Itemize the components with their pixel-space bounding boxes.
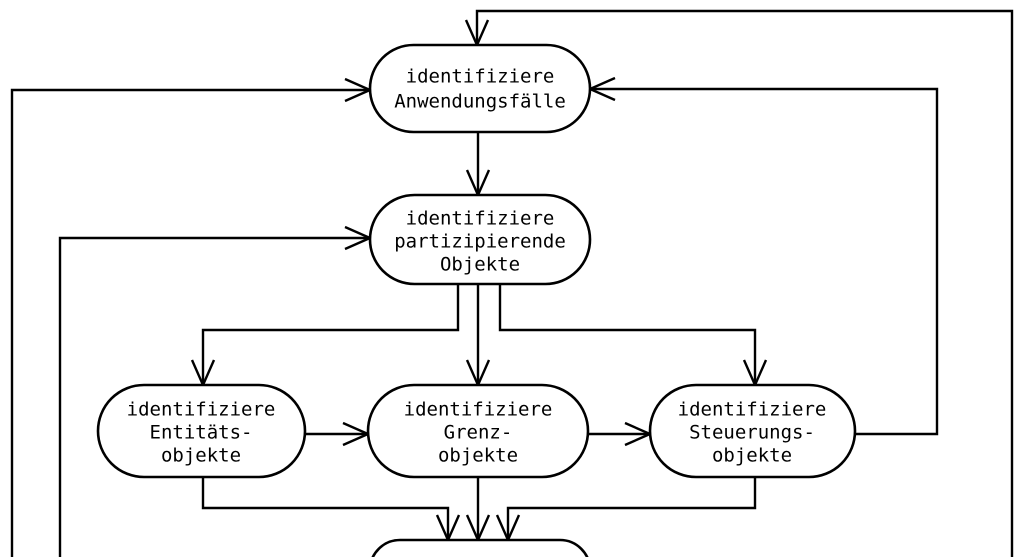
node-control-objects[interactable]: identifiziere Steuerungs- objekte	[648, 383, 857, 479]
node-boundary-objects-line3: objekte	[438, 445, 518, 467]
node-use-cases-line2: Anwendungsfälle	[394, 91, 566, 113]
edge-boundary-to-control	[588, 421, 653, 447]
edge-participating-to-boundary	[465, 284, 491, 388]
node-participating-objects-line2: partizipierende	[394, 231, 566, 253]
edge-participating-to-entity	[190, 284, 460, 388]
node-entity-objects-line1: identifiziere	[127, 399, 276, 421]
edge-participating-to-control	[498, 284, 768, 388]
node-participating-objects-line3: Objekte	[440, 254, 520, 276]
edge-entity-to-bottom	[201, 477, 461, 543]
node-use-cases[interactable]: identifiziere Anwendungsfälle	[368, 43, 592, 134]
node-control-objects-line2: Steuerungs-	[689, 422, 815, 444]
node-entity-objects-line3: objekte	[161, 445, 241, 467]
edge-left-loop-into-use-cases	[10, 77, 373, 557]
node-participating-objects-line1: identifiziere	[406, 208, 555, 230]
node-boundary-objects-line1: identifiziere	[404, 399, 553, 421]
node-participating-objects-shape[interactable]	[368, 193, 592, 286]
node-control-objects-shape[interactable]	[648, 383, 857, 479]
edge-entity-to-boundary	[305, 421, 371, 447]
node-boundary-objects-shape[interactable]	[366, 383, 590, 479]
edge-control-to-bottom	[495, 477, 757, 543]
node-participating-objects[interactable]: identifiziere partizipierende Objekte	[368, 193, 592, 286]
node-control-objects-line1: identifiziere	[678, 399, 827, 421]
edge-use-cases-to-participating	[465, 132, 491, 198]
node-boundary-objects-line2: Grenz-	[444, 422, 513, 444]
node-entity-objects-line2: Entitäts-	[150, 422, 253, 444]
edge-boundary-to-bottom	[465, 477, 491, 543]
node-entity-objects-shape[interactable]	[96, 383, 307, 479]
node-boundary-objects[interactable]: identifiziere Grenz- objekte	[366, 383, 590, 479]
node-bottom-cropped[interactable]	[370, 538, 590, 557]
node-control-objects-line3: objekte	[712, 445, 792, 467]
edge-control-back-to-use-cases	[587, 76, 939, 436]
node-bottom-cropped-shape[interactable]	[370, 538, 590, 557]
node-use-cases-shape[interactable]	[368, 43, 592, 134]
node-use-cases-line1: identifiziere	[406, 66, 555, 88]
node-entity-objects[interactable]: identifiziere Entitäts- objekte	[96, 383, 307, 479]
